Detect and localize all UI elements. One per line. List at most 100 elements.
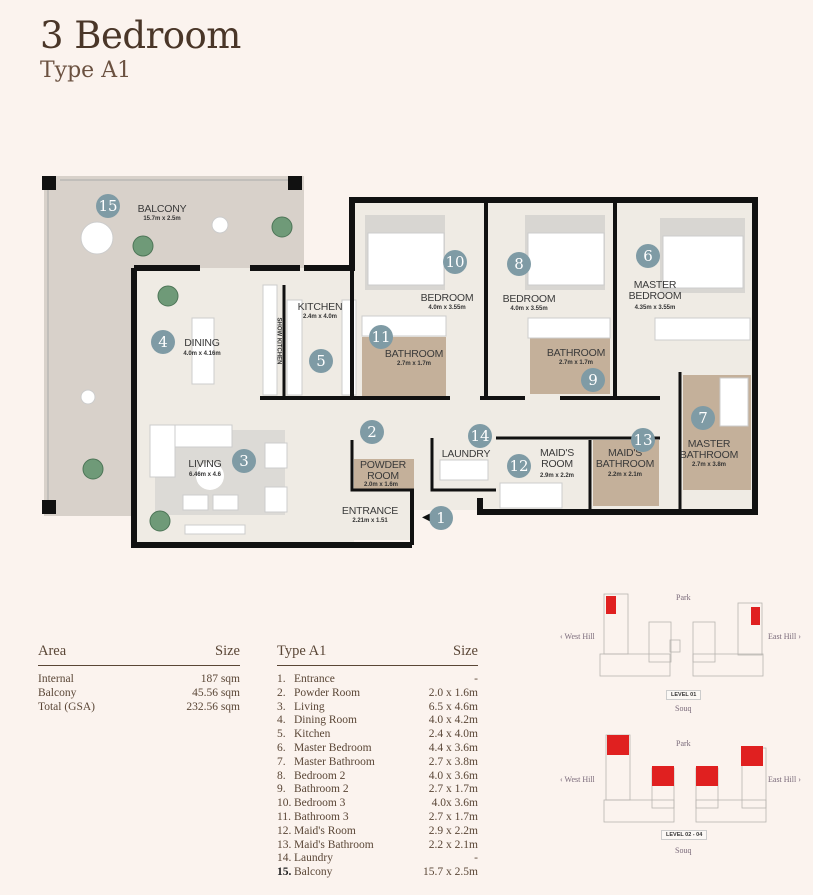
row-name: Bathroom 2 [294,783,349,796]
room-dims-maids-room: 2.9m x 2.2m [539,473,575,479]
room-dims-master-bedroom: 4.35m x 3.55m [634,305,676,311]
keyplan2-west-label: ‹ West Hill [560,775,595,784]
type-size-header: Size [453,643,478,659]
table-row: Total (GSA)232.56 sqm [38,701,240,715]
table-row: 6. Master Bedroom 4.4 x 3.6m [277,742,478,756]
room-marker-7: 7 [691,406,715,430]
row-name: Bedroom 2 [294,769,346,782]
row-value: 2.7 x 3.8m [428,755,478,768]
row-value: 2.0 x 1.6m [428,686,478,699]
table-row: 12.Maid's Room 2.9 x 2.2m [277,825,478,839]
row-value: - [474,673,478,685]
row-value: 4.0 x 3.6m [428,769,478,782]
row-name: Master Bedroom [294,741,372,754]
row-value: 2.4 x 4.0m [428,728,478,741]
room-label-kitchen: KITCHEN [297,301,343,313]
row-num: 7. [277,755,286,768]
table-row: 1. Entrance - [277,673,478,687]
row-num: 2. [277,686,286,699]
room-marker-9: 9 [581,368,605,392]
row-num: 13. [277,838,292,851]
row-name: Balcony [294,866,333,879]
row-name: Living [294,700,325,713]
row-value: 45.56 sqm [192,686,240,699]
row-name: Entrance [294,673,335,685]
room-marker-15: 15 [96,194,120,218]
row-name: Bedroom 3 [294,797,346,810]
page-title: 3 Bedroom [40,14,241,57]
room-label-bathroom-3: BATHROOM [384,348,444,360]
keyplan2-east-label: East Hill › [768,775,801,784]
row-value: 2.2 x 2.1m [428,838,478,851]
room-label-powder-room: POWDER ROOM [359,459,407,482]
room-label-maids-bathroom: MAID'S BATHROOM [595,447,655,470]
row-num: 14. [277,852,292,865]
keyplan1-level-label: LEVEL 01 [666,690,702,700]
row-name: Balcony [38,686,77,699]
room-marker-11: 11 [369,325,393,349]
room-marker-3: 3 [232,449,256,473]
room-label-entrance: ENTRANCE [341,505,399,517]
table-row: 5. Kitchen 2.4 x 4.0m [277,728,478,742]
plant-icons [82,216,293,532]
row-value: 6.5 x 4.6m [428,700,478,713]
row-num: 5. [277,728,286,741]
row-name: Maid's Bathroom [294,838,374,851]
room-marker-14: 14 [468,424,492,448]
room-marker-6: 6 [636,244,660,268]
room-label-master-bathroom: MASTER BATHROOM [679,438,739,461]
row-value: 4.0 x 4.2m [428,714,478,727]
room-label-bathroom-2: BATHROOM [546,347,606,359]
room-dims-bathroom-3: 2.7m x 1.7m [396,361,432,367]
room-label-living: LIVING [188,458,222,470]
row-name: Kitchen [294,728,331,741]
row-name: Total (GSA) [38,700,96,713]
row-value: 2.9 x 2.2m [428,824,478,837]
row-num: 12. [277,824,292,837]
table-row: 3. Living 6.5 x 4.6m [277,701,478,715]
room-dims-maids-bathroom: 2.2m x 2.1m [607,472,643,478]
row-value: 4.4 x 3.6m [428,741,478,754]
entrance-arrow-icon: ◀ [422,512,430,523]
keyplan1-east-label: East Hill › [768,632,801,641]
row-num: 15. [277,866,292,879]
row-name: Maid's Room [294,824,356,837]
room-marker-12: 12 [507,454,531,478]
table-row: 7. Master Bathroom 2.7 x 3.8m [277,756,478,770]
type-header: Type A1 [277,643,327,659]
walls [131,197,758,548]
room-dims-powder-room: 2.0m x 1.6m [363,482,399,488]
row-num: 3. [277,700,286,713]
room-dims-dining: 4.0m x 4.16m [183,351,221,357]
wet-rooms [354,337,751,506]
row-value: - [474,852,478,865]
keyplan-level-02-04 [603,734,767,823]
row-num: 4. [277,714,286,727]
room-marker-10: 10 [443,250,467,274]
keyplan1-south-label: Souq [675,704,692,713]
room-dims-balcony: 15.7m x 2.5m [143,216,181,222]
keyplan2-south-label: Souq [675,846,692,855]
row-num: 8. [277,769,286,782]
row-num: 1. [277,673,286,685]
room-dims-bedroom-3: 4.0m x 3.55m [428,305,466,311]
room-marker-13: 13 [631,428,655,452]
row-num: 6. [277,741,286,754]
row-name: Master Bathroom [294,755,375,768]
room-marker-4: 4 [151,330,175,354]
keyplan1-west-label: ‹ West Hill [560,632,595,641]
room-dims-entrance: 2.21m x 1.51 [352,518,388,524]
table-row: 13.Maid's Bathroom 2.2 x 2.1m [277,839,478,853]
row-value: 187 sqm [200,673,240,685]
east-label: East Hill [768,775,797,784]
row-num: 9. [277,783,286,796]
table-row: Balcony 45.56 sqm [38,687,240,701]
row-num: 11. [277,810,291,823]
